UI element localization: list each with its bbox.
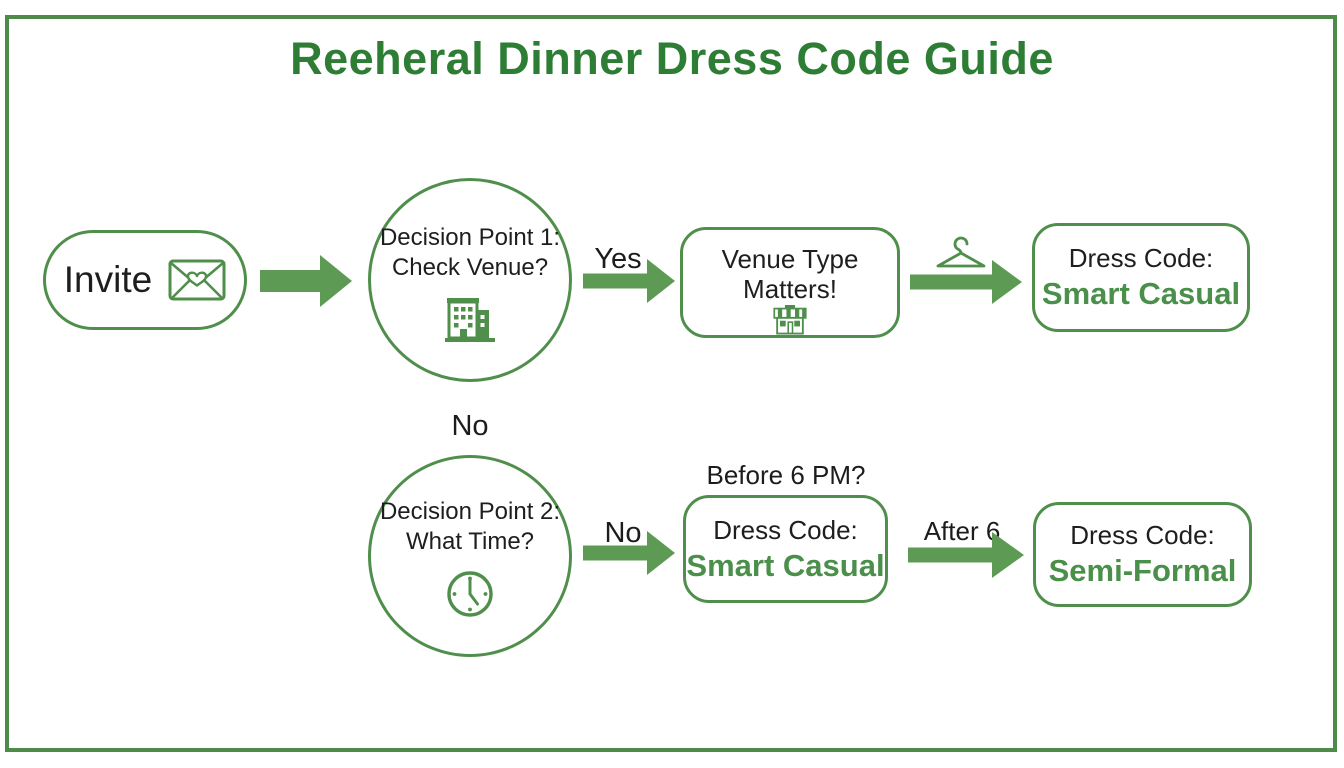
node-decision2: Decision Point 2: What Time? <box>368 455 572 657</box>
edge-label-yes: Yes <box>594 243 642 275</box>
arrow-venue-to-result1 <box>910 260 1022 309</box>
venue-line1: Venue Type <box>721 244 859 274</box>
decision1-line1: Decision Point 1: <box>379 224 561 251</box>
node-invite: Invite <box>43 230 247 330</box>
edge-label-no2: No <box>604 517 642 549</box>
page-title: Reeheral Dinner Dress Code Guide <box>290 33 1054 84</box>
result3-line1: Dress Code: <box>1070 520 1215 550</box>
decision2-line2: What Time? <box>405 528 535 555</box>
storefront-icon <box>773 305 807 335</box>
result1-line2: Smart Casual <box>1041 276 1241 311</box>
node-result-semi-formal: Dress Code: Semi-Formal <box>1033 502 1252 607</box>
venue-line2: Matters! <box>743 274 837 304</box>
arrow-no-to-result2 <box>583 531 675 580</box>
invite-label: Invite <box>63 259 153 300</box>
decision1-line2: Check Venue? <box>391 254 549 281</box>
edge-label-after-6: After 6 <box>923 516 1001 546</box>
result2-line1: Dress Code: <box>713 514 858 545</box>
result2-line2: Smart Casual <box>686 547 885 583</box>
arrow-invite-to-decision1 <box>260 255 352 312</box>
node-venue-type: Venue Type Matters! <box>680 227 900 338</box>
result3-line2: Semi-Formal <box>1048 553 1237 588</box>
edge-label-no-branch: No <box>451 410 489 442</box>
node-result-smart-casual-top: Dress Code: Smart Casual <box>1032 223 1250 332</box>
edge-label-before-6pm: Before 6 PM? <box>706 460 866 490</box>
decision2-line1: Decision Point 2: <box>379 498 561 525</box>
heart-envelope-icon <box>168 259 226 301</box>
node-decision1: Decision Point 1: Check Venue? <box>368 178 572 382</box>
hanger-icon <box>932 236 990 279</box>
arrow-after6-to-result3 <box>908 532 1024 583</box>
building-icon <box>445 298 495 342</box>
clock-icon <box>447 571 493 617</box>
border-frame <box>5 15 1337 752</box>
arrow-yes-to-venue <box>583 259 675 308</box>
result1-line1: Dress Code: <box>1068 243 1214 273</box>
node-result-smart-casual-bottom: Dress Code: Smart Casual <box>683 495 888 603</box>
